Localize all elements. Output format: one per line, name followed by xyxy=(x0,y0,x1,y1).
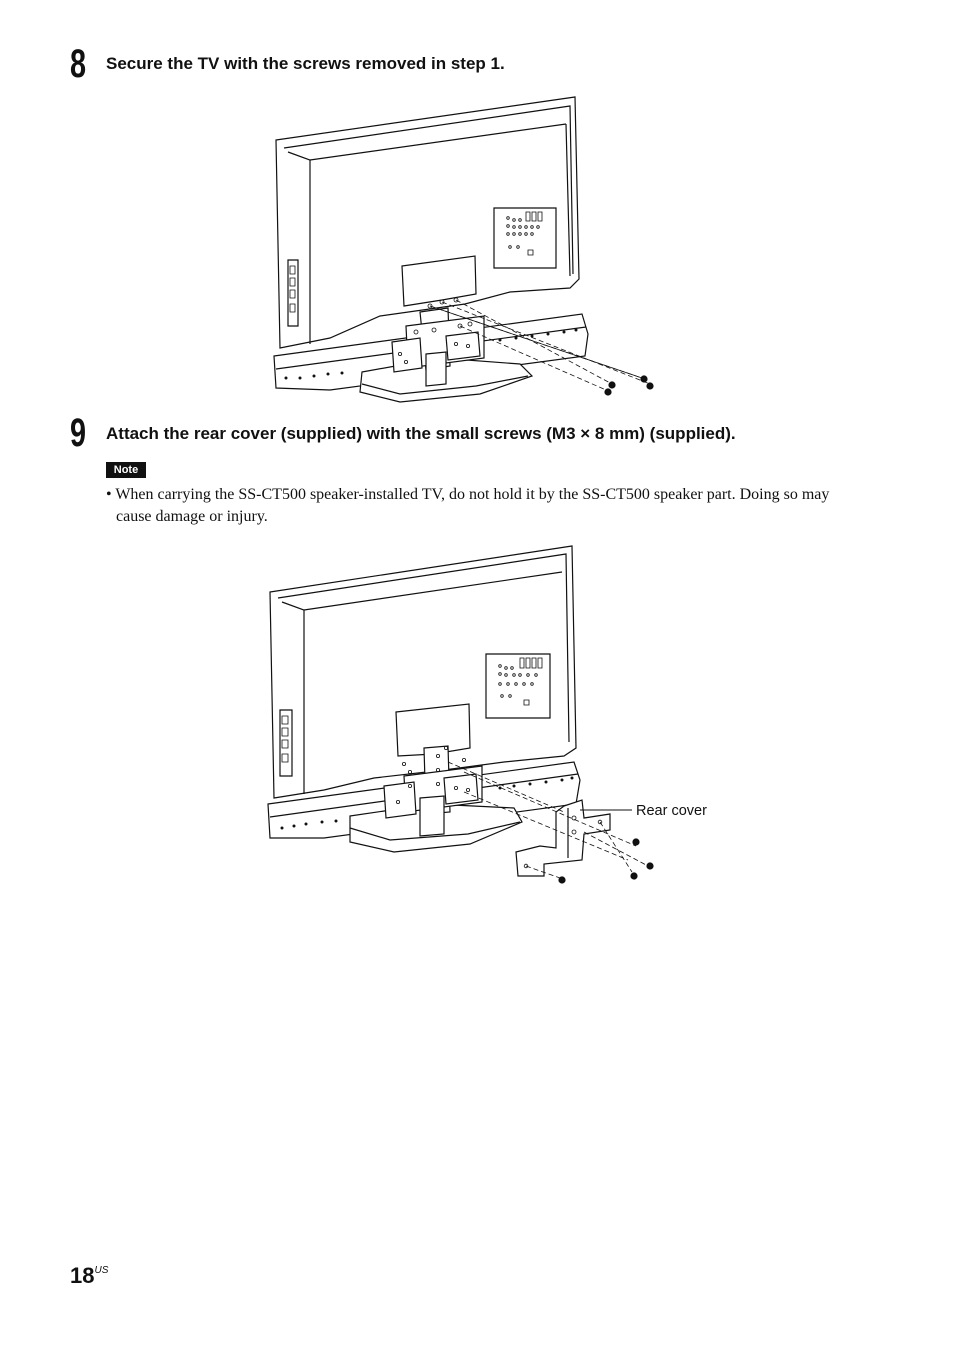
figure-attach-rear-cover xyxy=(264,542,664,894)
rear-cover-callout: Rear cover xyxy=(636,803,707,819)
note-badge: Note xyxy=(106,462,146,478)
step-8-number: 8 xyxy=(70,42,87,86)
page-number-suffix: US xyxy=(94,1265,109,1276)
step-8-instruction: Secure the TV with the screws removed in… xyxy=(106,54,505,73)
page-number-value: 18 xyxy=(70,1263,95,1288)
figure-secure-tv-screws xyxy=(270,94,670,406)
note-text: • When carrying the SS-CT500 speaker-ins… xyxy=(106,486,830,525)
step-9-number: 9 xyxy=(70,411,87,455)
page-number: 18US xyxy=(70,1259,108,1288)
step-9-instruction: Attach the rear cover (supplied) with th… xyxy=(106,424,736,443)
